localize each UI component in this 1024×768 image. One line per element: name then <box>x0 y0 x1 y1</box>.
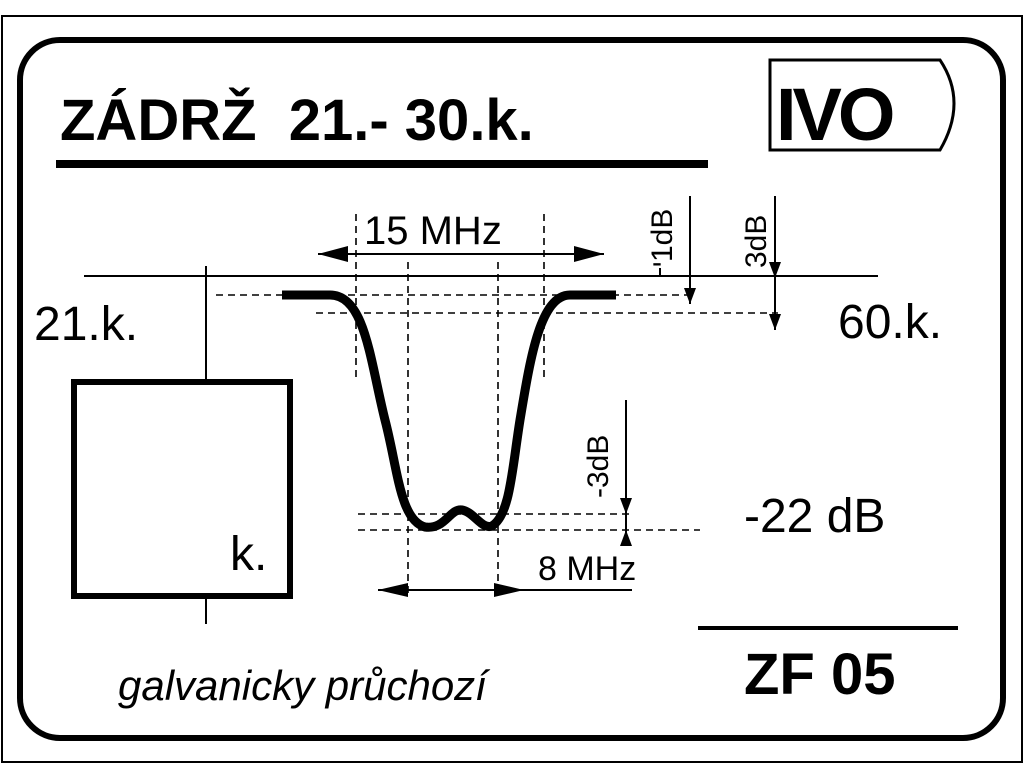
title: ZÁDRŽ 21.- 30.k. <box>60 88 534 153</box>
notch-response-curve <box>282 290 616 532</box>
att-3db-bottom-label: -3dB <box>582 435 615 498</box>
outer-frame <box>1 15 1023 763</box>
inner-rounded-frame <box>17 37 1006 741</box>
width-top-label: 15 MHz <box>364 209 502 253</box>
att-1db-dash: - <box>652 246 662 279</box>
dashed-guides <box>216 214 778 598</box>
attenuation-1db-marker: 1dB - <box>646 196 696 304</box>
ivo-logo: IVO <box>768 58 956 156</box>
attenuation-3db-bottom-marker: -3dB <box>582 400 632 546</box>
width-8mhz-dimension: 8 MHz <box>378 550 636 597</box>
width-15mhz-dimension: 15 MHz <box>318 209 604 262</box>
att-1db-label: 1dB <box>646 209 679 262</box>
product-code: ZF 05 <box>744 642 896 707</box>
band-low-label: 21.k. <box>34 298 138 351</box>
depth-label: -22 dB <box>744 490 885 543</box>
note-text: galvanicky průchozí <box>118 662 491 709</box>
att-3db-top-label: 3dB <box>740 215 773 268</box>
block-label: k. <box>230 528 267 581</box>
logo-text: IVO <box>776 73 893 156</box>
title-underline <box>56 160 708 168</box>
attenuation-3db-top-marker: 3dB <box>740 196 781 330</box>
width-bottom-label: 8 MHz <box>538 550 636 588</box>
band-high-label: 60.k. <box>838 296 942 349</box>
filter-block <box>71 379 293 599</box>
